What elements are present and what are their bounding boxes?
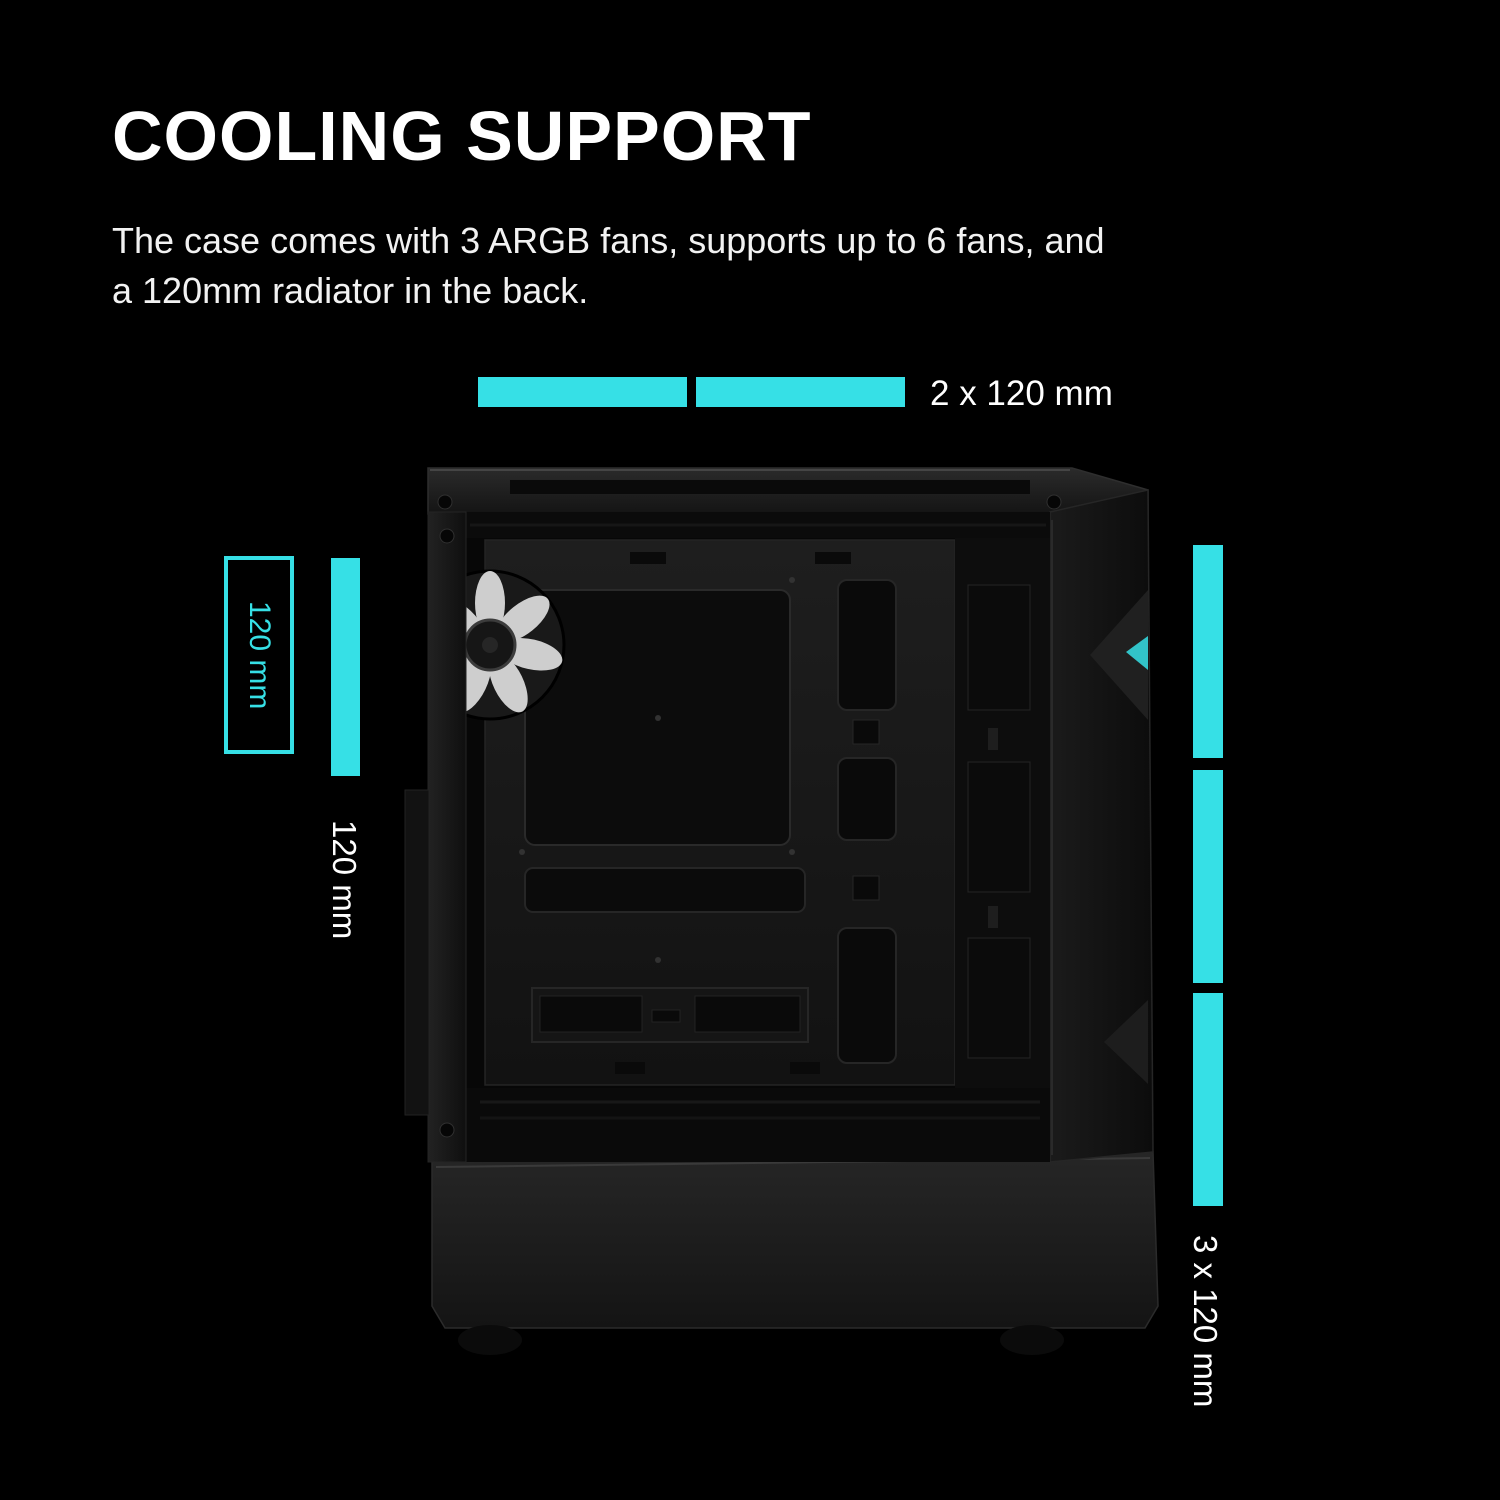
rear-fan-label: 120 mm [326, 820, 363, 940]
description: The case comes with 3 ARGB fans, support… [112, 216, 1105, 316]
front-fan-bar-2 [1193, 770, 1223, 983]
case-rear-pillar [404, 511, 467, 1163]
case-front-panel [1049, 489, 1154, 1163]
case-top [427, 467, 1149, 515]
rear-radiator-label: 120 mm [243, 600, 276, 710]
top-fan-bar-1 [478, 377, 687, 407]
rear-radiator-box: 120 mm [224, 556, 294, 754]
front-rgb-accent [1126, 636, 1148, 670]
rear-argb-fan [466, 569, 566, 721]
front-fans-label: 3 x 120 mm [1187, 1235, 1224, 1408]
rear-fan-bar [331, 558, 360, 776]
front-fan-bar-1 [1193, 545, 1223, 758]
description-line-1: The case comes with 3 ARGB fans, support… [112, 220, 1105, 261]
top-fan-bar-2 [696, 377, 905, 407]
case-base [431, 1151, 1159, 1329]
case-foot-right [1000, 1325, 1064, 1355]
top-fans-label: 2 x 120 mm [930, 374, 1113, 413]
description-line-2: a 120mm radiator in the back. [112, 270, 589, 311]
front-fan-bar-3 [1193, 993, 1223, 1206]
case-foot-left [458, 1325, 522, 1355]
pc-case-render [404, 467, 1159, 1355]
page-title: COOLING SUPPORT [112, 97, 812, 175]
case-interior [466, 512, 1050, 1162]
